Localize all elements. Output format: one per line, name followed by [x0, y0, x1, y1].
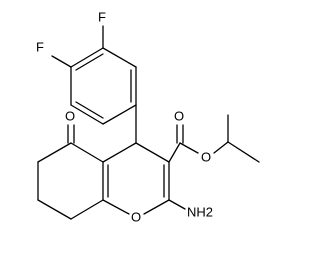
- ester-alkoxy-oxygen-label: O: [201, 149, 211, 164]
- bond: [102, 47, 137, 68]
- bond: [75, 101, 104, 119]
- bond: [70, 199, 104, 220]
- ring-oxygen-label: O: [131, 209, 141, 224]
- bond: [75, 53, 104, 71]
- cyclohexenone-ring: [37, 142, 104, 220]
- ester-carbonyl-oxygen-label: O: [174, 108, 184, 123]
- bond: [70, 142, 104, 163]
- bond: [213, 141, 229, 154]
- pyran-ring: [102, 142, 170, 215]
- bond: [168, 142, 181, 163]
- difluorophenyl-ring: [70, 47, 137, 125]
- bond: [102, 104, 137, 125]
- bond: [51, 55, 72, 68]
- structure-svg: F F O O O O NH2: [36, 9, 260, 224]
- bond: [179, 142, 199, 154]
- ester-group: [168, 114, 260, 163]
- bond: [70, 104, 104, 125]
- fluorine-label-left: F: [36, 39, 44, 54]
- fluorine-label-top: F: [98, 9, 106, 24]
- bond: [168, 199, 186, 210]
- bond: [37, 142, 72, 163]
- molecule-diagram: F F O O O O NH2: [36, 9, 260, 224]
- bond: [102, 142, 137, 163]
- amino-label: NH2: [187, 204, 213, 219]
- bond: [37, 199, 72, 220]
- bond: [143, 199, 170, 215]
- ketone-oxygen-label: O: [65, 108, 75, 123]
- atom-labels: F F O O O O NH2: [36, 9, 213, 224]
- bond: [227, 141, 260, 163]
- bond: [135, 142, 170, 163]
- bond: [102, 199, 130, 215]
- bond: [70, 47, 104, 68]
